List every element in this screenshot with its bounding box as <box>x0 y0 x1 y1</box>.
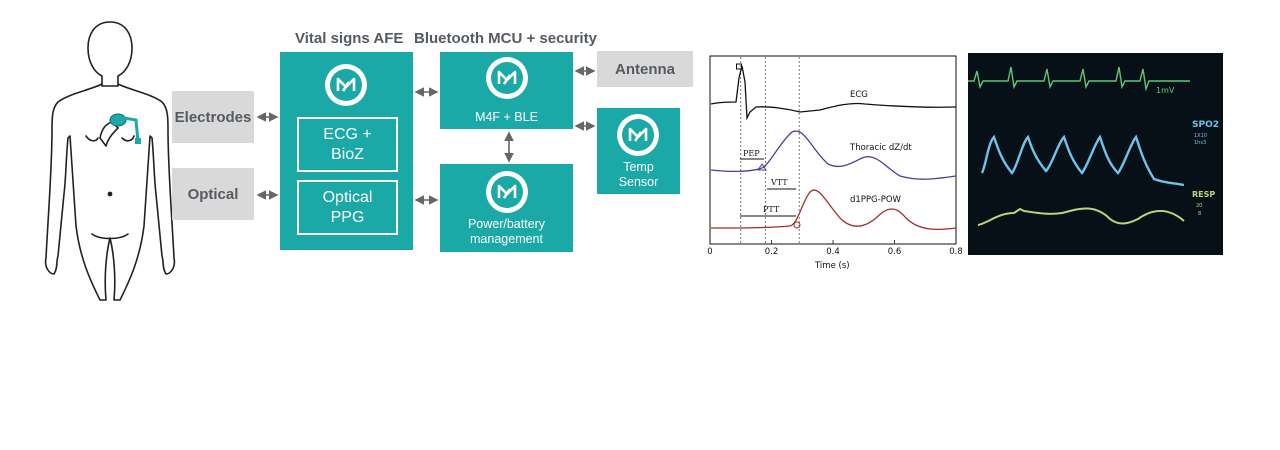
patient-monitor-image: 1mV SPO2 1X10 1hs3 RESP 20 8 <box>968 53 1223 255</box>
thoracic-series-line <box>710 130 957 180</box>
ppg-marker <box>793 221 801 229</box>
x-tick-label: 0.6 <box>888 247 902 257</box>
antenna-label: Antenna <box>615 60 675 78</box>
monitor-waveforms: 1mV SPO2 1X10 1hs3 RESP 20 8 <box>968 66 1219 226</box>
maxim-logo-icon <box>486 57 528 99</box>
annotation-pep: PEP <box>743 149 760 158</box>
mcu-header: Bluetooth MCU + security <box>414 30 597 47</box>
human-body-illustration <box>44 21 176 301</box>
optical-ppg-block: Optical PPG <box>297 180 398 235</box>
monitor-resp-trace <box>977 207 1185 226</box>
ppg-series-line <box>710 189 957 231</box>
dz-marker <box>757 163 767 171</box>
monitor-ecg-trace <box>968 66 1190 92</box>
chart-frame <box>709 55 957 245</box>
waveform-chart: 0 0.2 0.4 0.6 0.8 ECG Thoracic dZ/dt d1PPG-P… <box>707 55 962 271</box>
series-label-thoracic: Thoracic dZ/dt <box>849 143 912 153</box>
x-tick-label: 0 <box>707 247 712 257</box>
monitor-value-2: 1hs3 <box>1194 140 1206 146</box>
ecg-bioz-block: ECG + BioZ <box>297 117 398 172</box>
annotation-vtt: VTT <box>770 178 788 187</box>
monitor-value-4: 8 <box>1198 211 1201 217</box>
power-block: Power/battery management <box>440 164 573 252</box>
x-axis-label: Time (s) <box>814 261 850 271</box>
ecg-marker <box>736 63 742 70</box>
maxim-logo-icon <box>617 114 659 156</box>
optical-box: Optical <box>172 168 254 220</box>
monitor-label-resp: RESP <box>1192 190 1215 199</box>
maxim-logo-icon <box>486 171 528 213</box>
electrodes-label: Electrodes <box>174 108 252 126</box>
temp-block: Temp Sensor <box>597 108 680 194</box>
antenna-box: Antenna <box>597 51 693 87</box>
maxim-logo-icon <box>325 64 367 106</box>
x-tick-label: 0.2 <box>765 247 779 257</box>
electrodes-box: Electrodes <box>172 91 254 143</box>
mcu-label: M4F + BLE <box>475 110 538 124</box>
afe-header: Vital signs AFE <box>295 30 404 47</box>
mcu-block: M4F + BLE <box>440 52 573 129</box>
monitor-label-spo2: SPO2 <box>1192 120 1219 130</box>
ecg-series-line <box>710 65 957 121</box>
series-label-ecg: ECG <box>850 90 868 100</box>
monitor-spo2-trace <box>980 134 1185 187</box>
afe-block: ECG + BioZ Optical PPG <box>280 52 413 250</box>
power-label: Power/battery management <box>467 217 546 246</box>
monitor-value-3: 20 <box>1196 203 1202 209</box>
optical-label: Optical <box>187 185 239 203</box>
series-label-ppg: d1PPG-POW <box>850 195 902 205</box>
temp-label: Temp Sensor <box>618 160 659 189</box>
monitor-label-1mv: 1mV <box>1156 86 1175 95</box>
monitor-value-1: 1X10 <box>1194 133 1207 139</box>
x-tick-label: 0.8 <box>949 247 962 257</box>
annotation-ptt: PTT <box>763 205 780 214</box>
x-tick-label: 0.4 <box>826 247 840 257</box>
